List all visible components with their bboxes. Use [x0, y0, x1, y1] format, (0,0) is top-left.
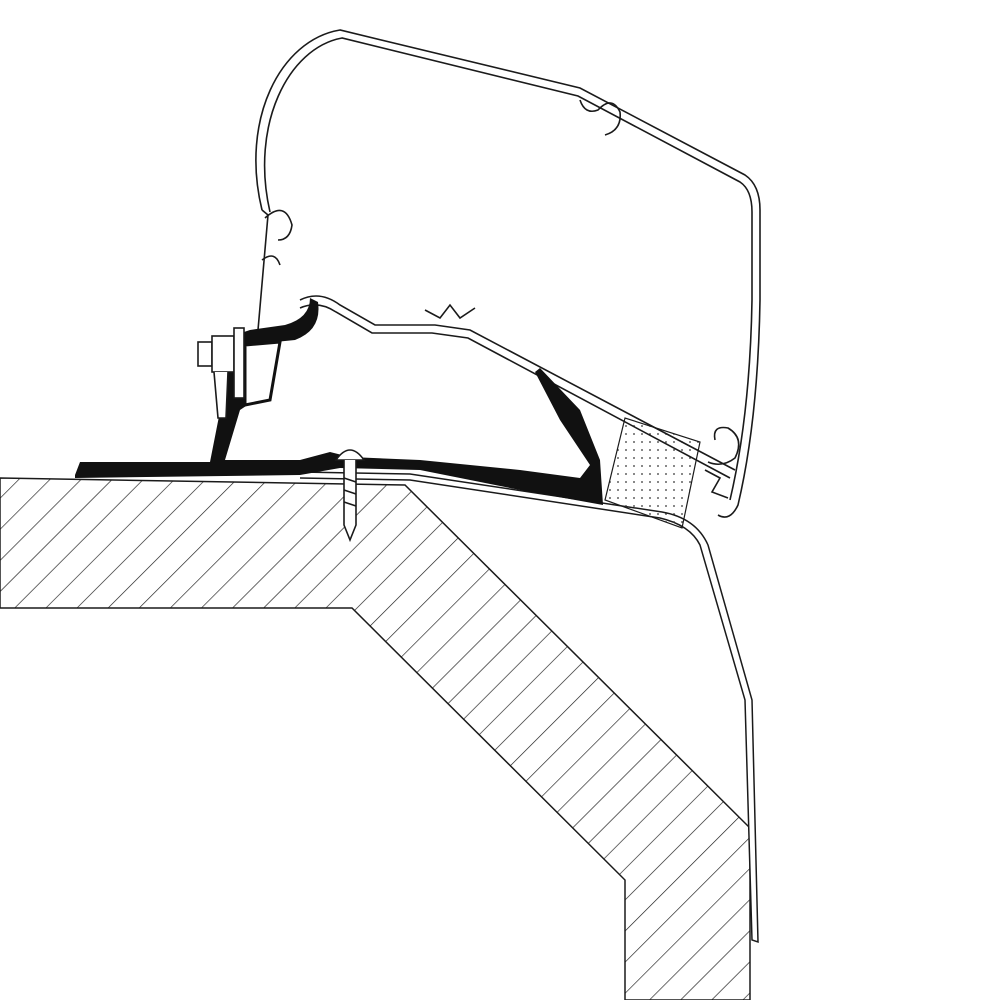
bolt-assembly	[197, 327, 245, 419]
roof-wall-section	[0, 477, 751, 1000]
mounting-rail	[75, 298, 603, 505]
foam-seal	[604, 417, 701, 529]
screw	[334, 449, 366, 543]
awning-cassette	[255, 29, 761, 518]
